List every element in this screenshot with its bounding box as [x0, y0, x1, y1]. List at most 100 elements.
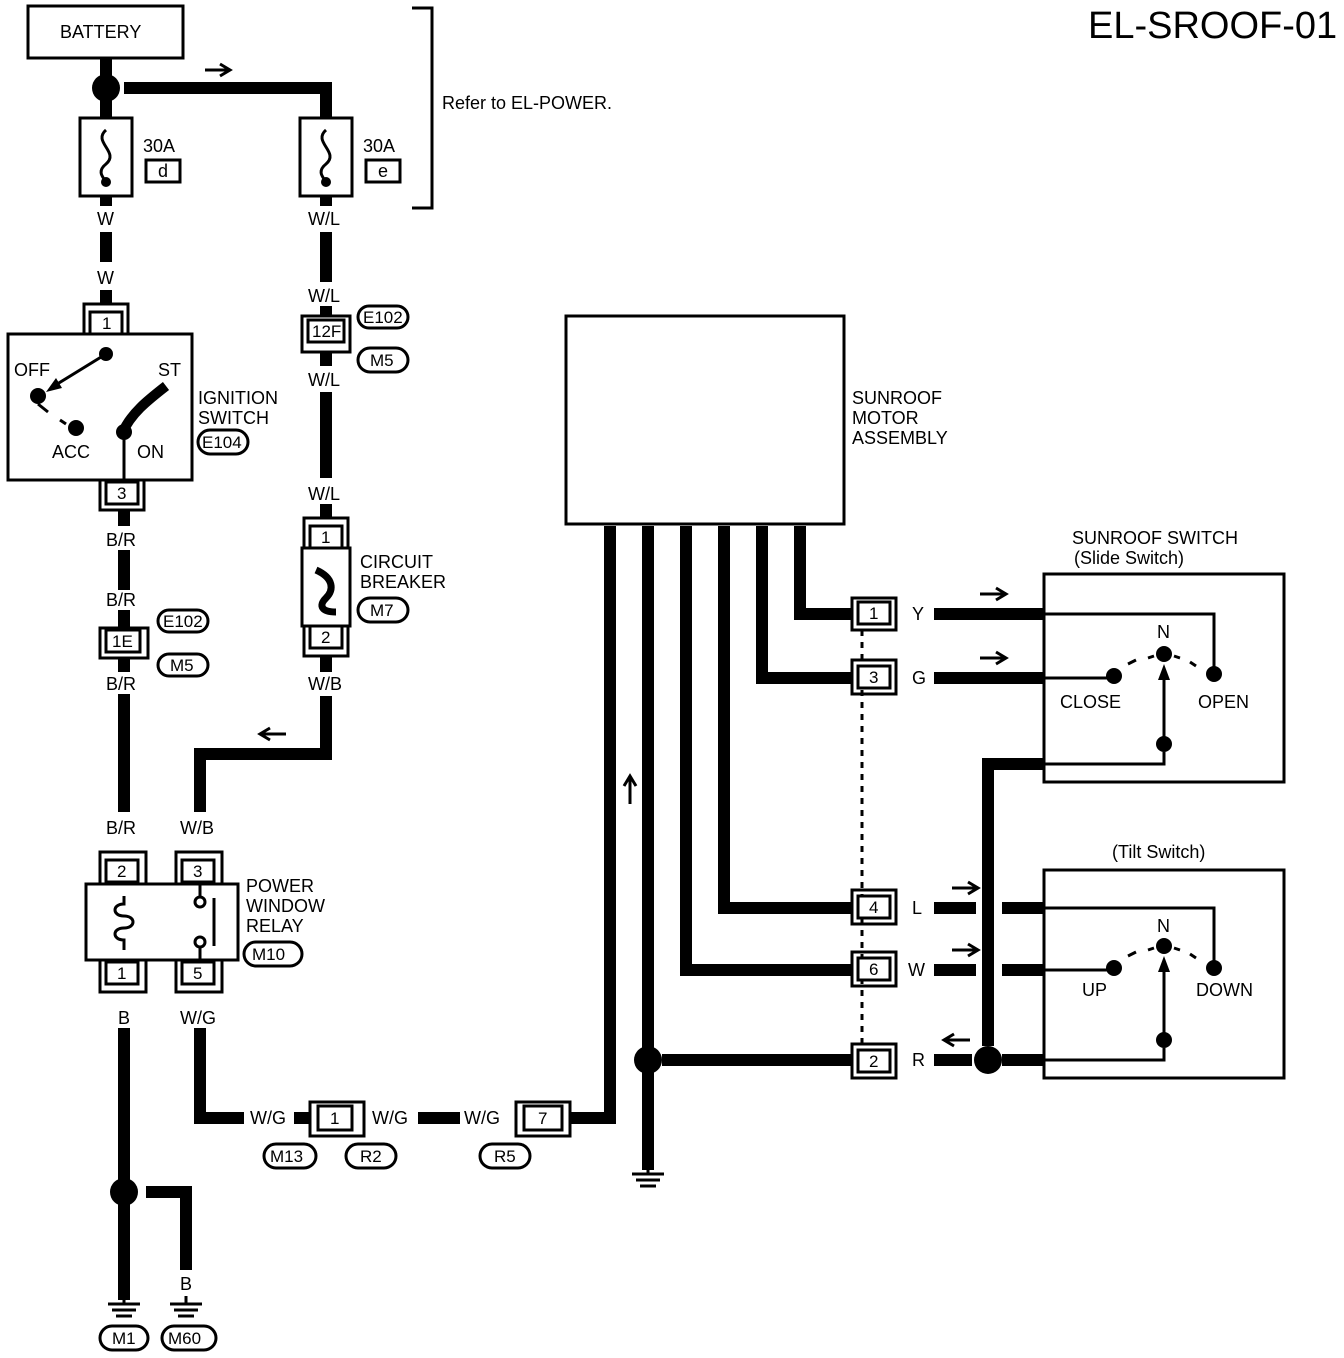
- ground-m60-symbol: [170, 1296, 202, 1318]
- slide-switch-sub: (Slide Switch): [1074, 548, 1184, 568]
- wire-label-br-4: B/R: [106, 818, 136, 838]
- ignition-acc-tick: [59, 418, 67, 426]
- wire-label-y: Y: [912, 604, 924, 624]
- wire-label-wg-4: W/G: [464, 1108, 500, 1128]
- tilt-internal-common: [1044, 1048, 1166, 1062]
- motor-pin-6-box: [856, 956, 892, 982]
- current-arrow-g: [980, 650, 1009, 666]
- ignition-arm: [53, 352, 107, 388]
- motor-pin-3: 3: [869, 668, 878, 687]
- ignition-off-tick: [37, 402, 49, 414]
- wire-label-r: R: [912, 1050, 925, 1070]
- tilt-down-label: DOWN: [1196, 980, 1253, 1000]
- wire-motor-g: [756, 526, 852, 684]
- relay-pin-2: 2: [117, 862, 126, 881]
- refer-label: Refer to EL-POWER.: [442, 93, 612, 113]
- motor-pin-2-frame: [850, 1042, 898, 1080]
- ground-m60-box: [160, 1324, 218, 1352]
- motor-pin-4: 4: [869, 898, 878, 917]
- wire-label-w-tilt: W: [908, 960, 925, 980]
- ignition-conn-top: [82, 302, 130, 334]
- wire-label-wg-2: W/G: [250, 1108, 286, 1128]
- conn-12f-label: 12F: [312, 322, 341, 341]
- tilt-up-label: UP: [1082, 980, 1107, 1000]
- motor-pin-3-frame: [850, 658, 898, 696]
- breaker-pin-bottom: 2: [321, 628, 330, 647]
- wire-label-b-3: B: [180, 1274, 192, 1294]
- fuse-d-dot: [101, 177, 111, 187]
- breaker-body: [300, 546, 352, 628]
- motor-label-1: SUNROOF: [852, 388, 942, 408]
- wire-motor-w: [680, 526, 852, 976]
- current-arrow-up: [622, 773, 638, 804]
- wire-label-l: L: [912, 898, 922, 918]
- wire-b-branch: [146, 1186, 192, 1270]
- current-arrow-l: [952, 880, 981, 896]
- conn-e102-right-box: [356, 304, 410, 330]
- relay-pin-2-box: [104, 858, 140, 884]
- tilt-common-dot: [1156, 1032, 1172, 1048]
- breaker-code-box: [356, 596, 410, 624]
- current-arrow-top: [205, 62, 233, 78]
- motor-pin-1-frame: [850, 596, 898, 632]
- conn-r2-box: [344, 1142, 398, 1170]
- motor-pin-2: 2: [869, 1052, 878, 1071]
- wire-label-wb-2: W/B: [180, 818, 214, 838]
- relay-conn-2-top: [98, 850, 148, 884]
- relay-pin-5: 5: [193, 964, 202, 983]
- fuse-d-rating: 30A: [143, 136, 175, 156]
- tilt-n-dot: [1156, 938, 1172, 954]
- conn-r2-label: R2: [360, 1147, 382, 1166]
- tilt-up-dot: [1106, 960, 1122, 976]
- wire-motor-l: [718, 526, 852, 914]
- relay-name-2: WINDOW: [246, 896, 325, 916]
- current-arrow-w: [952, 942, 981, 958]
- slide-n-dot: [1156, 646, 1172, 662]
- ignition-pin-bottom-box: [104, 480, 140, 506]
- fuse-d-element: [99, 128, 112, 183]
- motor-pin-1-box: [856, 600, 892, 626]
- breaker-element: [314, 566, 337, 616]
- motor-pin-6-frame: [850, 950, 898, 988]
- wire-label-g: G: [912, 668, 926, 688]
- fuse-d-id-box: [144, 158, 182, 184]
- motor-pin-6: 6: [869, 960, 878, 979]
- breaker-code: M7: [370, 601, 394, 620]
- relay-code-box: [242, 940, 304, 968]
- breaker-pin-top: 1: [321, 528, 330, 547]
- wire-wg-to-motor: [570, 526, 616, 1124]
- wire-label-br-3: B/R: [106, 674, 136, 694]
- relay-pin-3-box: [180, 858, 216, 884]
- wire-label-wg-1: W/G: [180, 1008, 216, 1028]
- slide-internal-open: [1044, 612, 1216, 672]
- ignition-acc-label: ACC: [52, 442, 90, 462]
- breaker-conn-top: [302, 516, 350, 548]
- motor-ground-dot: [634, 1046, 662, 1074]
- wire-battery-bus: [100, 58, 332, 118]
- conn-1e-label: 1E: [112, 632, 133, 651]
- relay-conn-3-top: [174, 850, 224, 884]
- ignition-acc-dot: [68, 420, 84, 436]
- motor-pin-3-box: [856, 664, 892, 690]
- current-arrow-wb: [257, 726, 286, 742]
- conn-e102-left: E102: [163, 612, 203, 631]
- slide-ticks: [1127, 654, 1197, 668]
- motor-pin-2-box: [856, 1048, 892, 1074]
- fuse-e-id: e: [378, 161, 388, 181]
- ignition-code: E104: [202, 433, 242, 452]
- slide-common-dot: [1156, 736, 1172, 752]
- ground-junction-dot: [110, 1178, 138, 1206]
- tilt-switch-sub: (Tilt Switch): [1112, 842, 1205, 862]
- conn-r5-label: R5: [494, 1147, 516, 1166]
- tilt-down-dot: [1206, 960, 1222, 976]
- slide-internal-common: [1044, 752, 1166, 766]
- conn-r5-box: [478, 1142, 532, 1170]
- conn-7-frame: [514, 1100, 572, 1138]
- battery-label: BATTERY: [60, 22, 141, 42]
- breaker-name-1: CIRCUIT: [360, 552, 433, 572]
- conn-7-label: 7: [538, 1109, 547, 1128]
- wire-label-w-1: W: [97, 209, 114, 229]
- slide-actuator-head: [1158, 664, 1170, 680]
- ignition-code-box: [196, 428, 250, 456]
- wire-wg-relay: [194, 1028, 244, 1124]
